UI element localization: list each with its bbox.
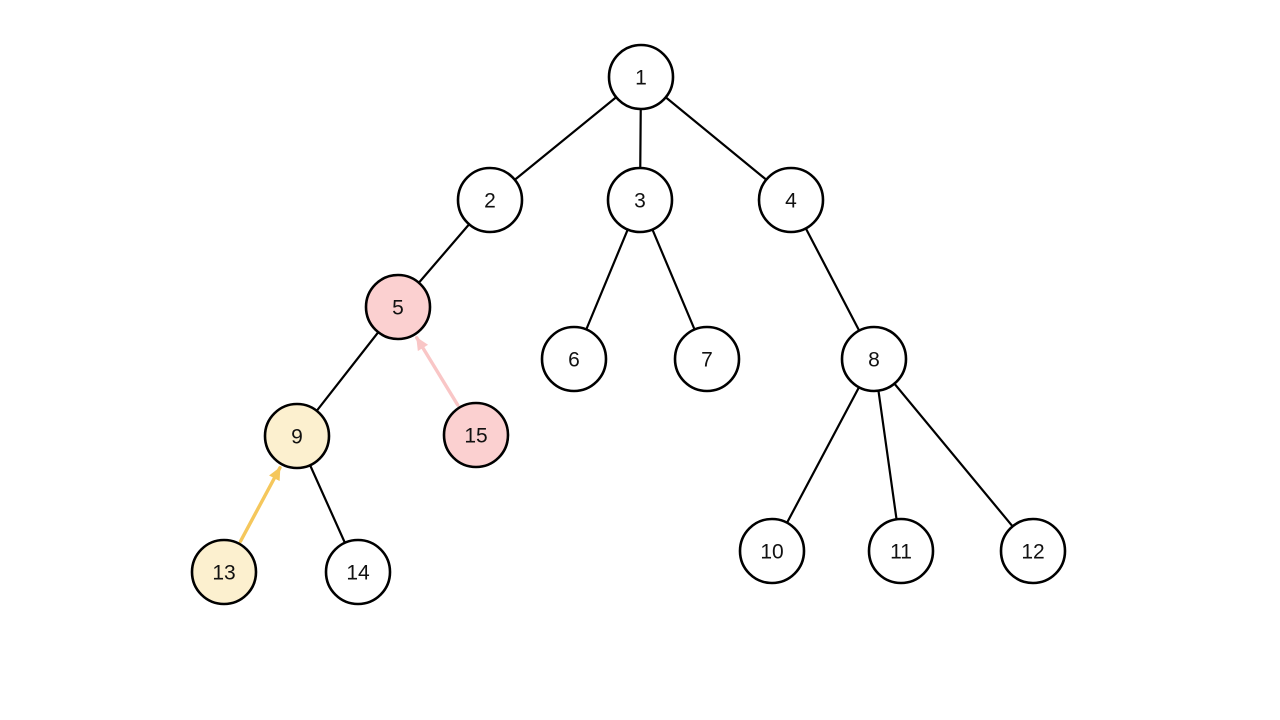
node-circle-12 (999, 517, 1067, 585)
tree-node-15: 15 (442, 401, 510, 469)
tree-node-3: 3 (606, 166, 674, 234)
node-circle-1 (607, 43, 675, 111)
tree-node-4: 4 (757, 166, 825, 234)
tree-node-13: 13 (190, 538, 258, 606)
node-label-12: 12 (1021, 541, 1044, 564)
node-label-8: 8 (868, 349, 880, 372)
tree-node-7: 7 (673, 325, 741, 393)
node-label-6: 6 (568, 349, 580, 372)
node-circle-3 (606, 166, 674, 234)
node-circle-11 (867, 517, 935, 585)
node-circle-13 (190, 538, 258, 606)
tree-node-6: 6 (540, 325, 608, 393)
node-circle-15 (442, 401, 510, 469)
node-circle-7 (673, 325, 741, 393)
node-label-13: 13 (212, 562, 235, 585)
node-label-2: 2 (484, 190, 496, 213)
node-label-10: 10 (760, 541, 783, 564)
node-circle-9 (263, 402, 331, 470)
edge-8-10 (770, 357, 876, 553)
node-circle-14 (324, 538, 392, 606)
node-circle-5 (364, 273, 432, 341)
node-circle-10 (738, 517, 806, 585)
node-circle-8 (840, 325, 908, 393)
tree-node-8: 8 (840, 325, 908, 393)
arrow-edge-15-5 (415, 336, 460, 407)
tree-node-12: 12 (999, 517, 1067, 585)
node-label-7: 7 (701, 349, 713, 372)
node-label-4: 4 (785, 190, 797, 213)
tree-node-10: 10 (738, 517, 806, 585)
node-label-5: 5 (392, 297, 404, 320)
node-label-1: 1 (635, 67, 647, 90)
tree-node-2: 2 (456, 166, 524, 234)
node-label-3: 3 (634, 190, 646, 213)
node-circle-6 (540, 325, 608, 393)
node-circle-4 (757, 166, 825, 234)
edge-8-12 (872, 357, 1035, 553)
tree-node-1: 1 (607, 43, 675, 111)
node-label-15: 15 (464, 425, 487, 448)
tree-node-11: 11 (867, 517, 935, 585)
arrow-edge-13-9 (238, 466, 282, 543)
node-label-9: 9 (291, 426, 303, 449)
edge-layer (238, 75, 1035, 574)
tree-node-14: 14 (324, 538, 392, 606)
node-circle-2 (456, 166, 524, 234)
tree-node-9: 9 (263, 402, 331, 470)
tree-node-5: 5 (364, 273, 432, 341)
node-label-14: 14 (346, 562, 370, 585)
node-label-11: 11 (890, 541, 912, 564)
